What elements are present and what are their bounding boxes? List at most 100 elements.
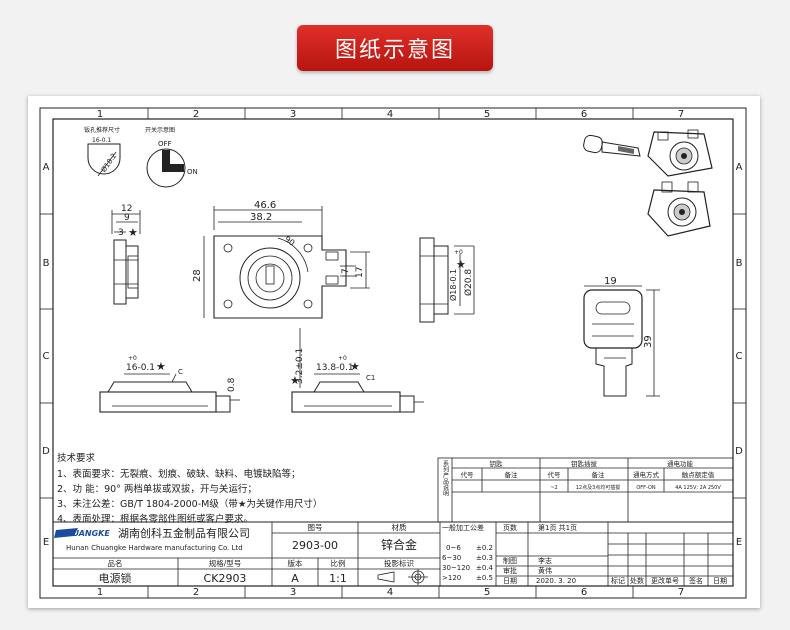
dim-39: 39 [643,335,654,348]
key-star-icon: ★ [290,374,300,387]
row-label: C [43,351,50,362]
tol-zero: +0 [454,249,463,256]
reviewer: 黄伟 [538,566,552,575]
tech-line: 1、表面要求：无裂痕、划痕、破缺、缺料、电镀缺陷等； [57,468,301,480]
tech-line: 4、表面处理：根据各零部件图纸或客户要求。 [57,513,253,525]
tol-value: ±0.3 [476,554,493,562]
series-cell: OFF-ON [636,485,656,491]
company-name-cn: 湖南创科五金制品有限公司 [118,526,250,540]
dim-12: 12 [121,204,132,214]
projection-label: 投影标识 [384,558,414,568]
rev-col: 标记 [611,576,625,585]
key-front-view: 19 39 [583,276,660,397]
row-label: A [43,162,50,173]
series-header: 通电方式 [633,470,660,479]
switch-label: 开关示意图 [145,126,175,134]
lock-isometric-top [647,129,713,177]
series-cell: 4A 125V; 2A 250V [675,485,721,491]
dim-18: Ø18-0.1 [448,269,458,301]
chamfer-c1: C1 [366,374,375,382]
model-label: 规格/型号 [209,558,242,568]
dim-16: 16-0.1 [126,363,155,373]
dim-3: 3 [118,228,124,238]
version-label: 版本 [288,558,303,568]
scale-label: 比例 [331,558,346,568]
series-cell: 12点及3点均可插拔 [576,484,621,491]
logo-icon [54,528,78,538]
part-name-label: 品名 [108,558,123,568]
column-ticks [147,108,634,598]
date: 2020. 3. 20 [536,577,576,585]
key-star-icon: ★ [350,360,360,373]
hole-dia: Ø18.2 [100,152,119,174]
rev-col: 日期 [713,577,727,585]
col-label: 1 [97,587,103,598]
pages-label: 页数 [503,523,517,532]
switch-detail: 开关示意图 OFF ON [145,126,198,188]
row-label: A [736,162,743,173]
col-label: 4 [387,109,393,120]
series-group: 钥匙插拔 [571,459,598,468]
pages: 第1页 共1页 [538,523,577,532]
tol-value: ±0.2 [476,544,493,552]
tech-line: 3、未注公差：GB/T 1804-2000-M级（带★为关键作用尺寸） [57,498,322,510]
review-label: 审批 [503,566,517,575]
grid-labels: 1 2 3 4 5 6 7 1 2 3 4 5 6 7 A B C D E A … [42,109,743,598]
company-logo: CHUANGKE [60,529,110,538]
tech-line: 2、功 能：90° 两档单拔或双拔，开与关运行； [57,483,257,495]
drawing-no-label: 图号 [308,523,323,532]
col-label: 6 [581,109,587,120]
tol-zero: +0 [338,355,347,362]
dim-46-6: 46.6 [254,200,276,211]
col-label: 5 [484,587,490,598]
rev-col: 更改单号 [651,576,679,585]
row-ticks [40,213,746,499]
key-star-icon: ★ [156,360,166,373]
tech-requirements: 技术要求 1、表面要求：无裂痕、划痕、破缺、缺料、电镀缺陷等； 2、功 能：90… [57,452,322,525]
front-view: 46.6 38.2 90 28 7 17 [192,200,370,319]
rev-col: 签名 [689,576,703,585]
projection-symbol-icon [377,569,428,585]
series-header: 备注 [505,470,519,479]
tol-zero: +0 [128,355,137,362]
col-label: 4 [387,587,393,598]
dim-20-8: Ø20.8 [463,269,474,296]
col-label: 1 [97,109,103,120]
col-label: 3 [290,109,296,120]
series-header: 代号 [548,470,562,479]
drawer: 李志 [538,556,552,565]
tolerance-label: 一般加工公差 [442,523,484,532]
row-label: E [43,537,49,548]
dim-28: 28 [192,269,203,282]
key-star-icon: ★ [456,258,466,271]
col-label: 5 [484,109,490,120]
border-outer [39,107,747,599]
part-name: 电源锁 [99,571,132,585]
hole-detail: 钣孔推荐尺寸 16-0.1 Ø18.2 [84,126,121,177]
series-group: 钥匙 [490,459,504,468]
dim-7: 7 [341,268,351,274]
model: CK2903 [204,572,247,585]
section-view-left: +0 16-0.1 ★ C 0.8 [99,355,240,413]
row-label: B [43,258,50,269]
series-header: 代号 [461,470,475,479]
side-view-left: 12 9 3 ★ [111,204,141,305]
series-table: 系列产品说明 钥匙 钥匙插拔 通电功能 代号 备注 代号 备注 通电方式 触点额… [437,457,734,523]
col-label: 6 [581,587,587,598]
scale: 1:1 [329,572,347,585]
col-label: 2 [193,109,199,120]
tol-range: 6~30 [442,554,461,562]
series-header: 触点额定值 [682,470,715,479]
tol-range: >120 [442,574,461,582]
chamfer-c: C [178,368,183,376]
row-label: D [735,446,743,457]
lock-isometric-bottom [647,181,711,237]
row-label: E [736,537,742,548]
dim-13-8: 13.8-0.1 [316,363,354,373]
tech-title: 技术要求 [57,452,96,464]
drawing-no: 2903-00 [292,539,338,552]
dim-17: 17 [355,267,365,278]
key-isometric [583,134,641,157]
dim-19: 19 [604,276,617,287]
rev-col: 处数 [630,576,644,585]
